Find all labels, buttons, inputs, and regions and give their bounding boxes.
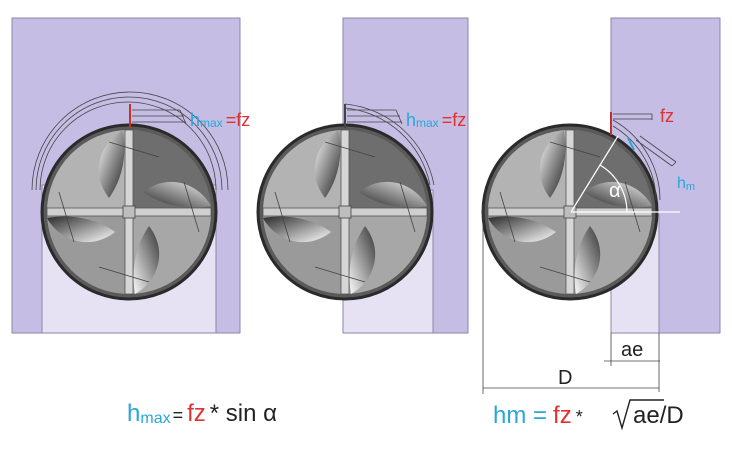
fz-dimension	[613, 113, 653, 120]
formula-hm-fz: fz	[553, 402, 572, 429]
chip-arcs	[344, 103, 435, 186]
formula-hm-lhs: hm =	[493, 402, 547, 429]
hmax-dimension-lines	[347, 109, 403, 125]
chip-arcs	[31, 91, 229, 191]
chip-arcs	[612, 119, 661, 201]
label-ae: ae	[621, 339, 643, 361]
panel-partial-engagement: fz hm α ae D	[481, 17, 721, 394]
sqrt-radical	[612, 399, 664, 431]
label-alpha: α	[609, 180, 621, 202]
engagement-angle	[570, 135, 680, 213]
formula-hm-star: *	[576, 407, 583, 427]
label-hmax-equals-fz: hmax=fz	[406, 110, 466, 130]
formula-hmax: hmax=fz* sin α	[127, 400, 277, 427]
panel-full-slot: hmax=fz	[11, 17, 250, 334]
svg-text:hm =fz*: hm =fz*	[493, 402, 583, 429]
label-hmax-equals-fz: hmax=fz	[190, 110, 250, 130]
hm-dimension	[635, 135, 677, 167]
engagement-edge-marker	[627, 137, 635, 151]
label-hm: hm	[677, 175, 695, 193]
formula-hm-radicand: ae/D	[633, 402, 684, 429]
panel-half-slot: hmax=fz	[256, 17, 469, 334]
ae-dimension	[604, 333, 660, 392]
formula-hm: hm =fz* ae/D	[493, 399, 684, 431]
label-fz: fz	[660, 106, 674, 126]
end-mill-tool	[40, 123, 218, 301]
end-mill-tool	[256, 123, 434, 301]
hmax-dimension-lines	[132, 109, 187, 125]
label-diameter: D	[558, 367, 572, 389]
diameter-dimension	[482, 205, 659, 394]
